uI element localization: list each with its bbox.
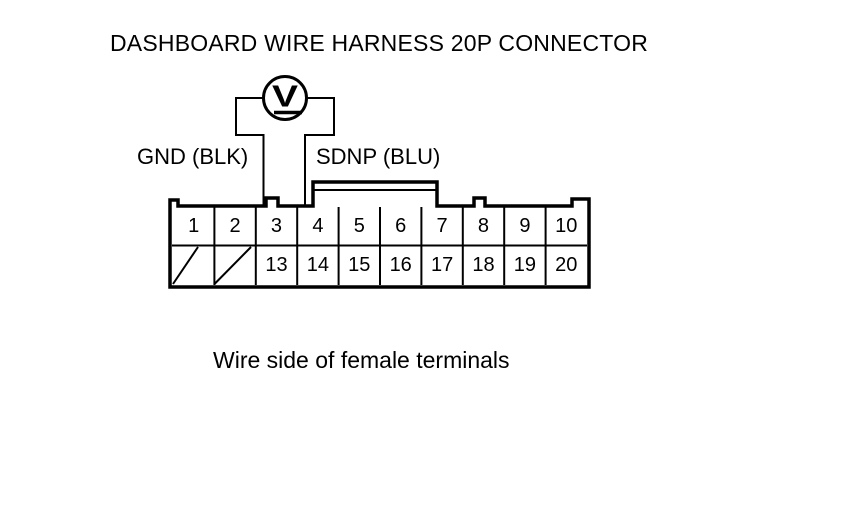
pin-cell-3: 3 [270,214,283,237]
pin-cell-17: 17 [430,254,454,276]
pin-cell-15: 15 [348,254,371,276]
pin-cell-6: 6 [395,214,407,237]
pin-cell-20: 20 [555,254,578,276]
pin-cell-4: 4 [312,214,324,237]
pin-cell-14: 14 [306,254,330,276]
no-terminal-cell-b [214,246,255,285]
terminal-grid: 1 2 3 4 5 6 7 8 9 10 13 14 15 16 17 18 1… [173,206,587,285]
pin-cell-13: 13 [265,254,288,276]
sdnp-wire-label: SDNP (BLU) [316,144,441,169]
pin-cell-5: 5 [353,214,365,237]
pin-cell-16: 16 [389,254,412,276]
terminal-grid-lines [172,207,587,285]
gnd-wire-label: GND (BLK) [137,144,249,169]
pin-cell-1: 1 [188,214,200,237]
pin-cell-19: 19 [513,254,537,276]
voltmeter-symbol: V [272,79,298,114]
pin-cell-10: 10 [555,214,578,237]
diagram-title: DASHBOARD WIRE HARNESS 20P CONNECTOR [110,30,649,56]
diagram-caption: Wire side of female terminals [213,347,510,373]
pin-cell-8: 8 [477,214,490,237]
voltmeter-circle [262,75,308,121]
voltmeter-icon: V [262,75,308,121]
no-terminal-slash-2 [213,246,252,285]
pin-cell-18: 18 [472,254,495,276]
pin-cell-2: 2 [229,214,241,237]
sdnp-test-lead [304,97,335,206]
pin-cell-7: 7 [436,214,448,237]
no-terminal-cell-a [173,246,214,285]
pin-cell-9: 9 [519,214,531,237]
no-terminal-slashes [172,246,252,285]
gnd-test-lead [235,97,265,206]
no-terminal-slash-1 [172,246,199,285]
test-lead-wires [235,97,335,206]
